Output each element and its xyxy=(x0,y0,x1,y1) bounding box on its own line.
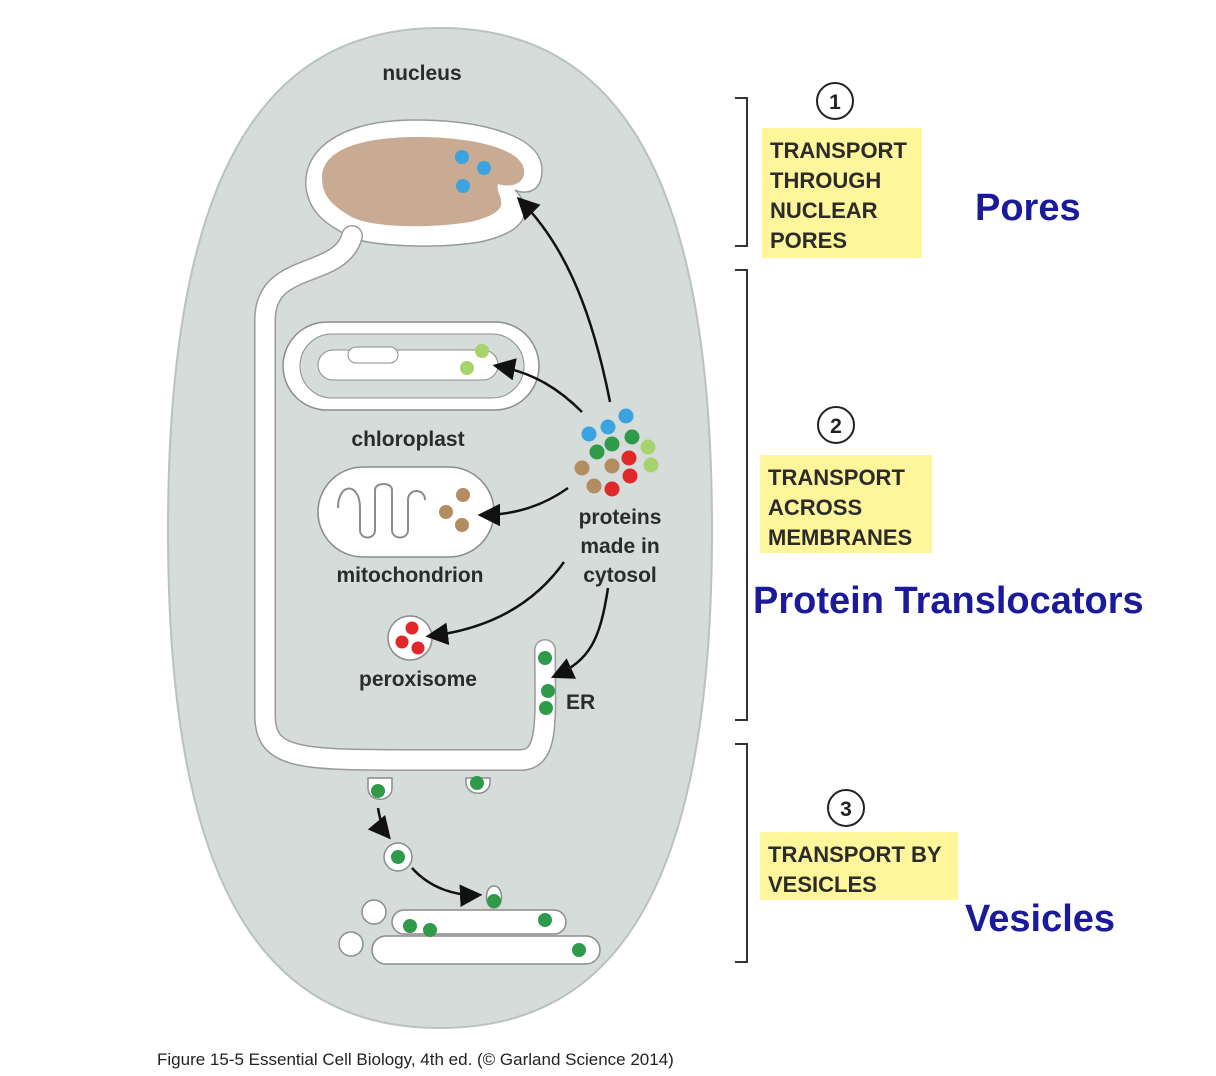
proteins-chloroplast xyxy=(460,344,489,375)
step-3-line: TRANSPORT BY xyxy=(768,842,942,867)
transport-arrows xyxy=(367,196,612,908)
svg-text:3: 3 xyxy=(840,798,852,821)
step-1-line: THROUGH xyxy=(770,168,882,193)
brackets xyxy=(735,97,748,963)
label-er: ER xyxy=(566,691,595,714)
svg-text:2: 2 xyxy=(830,415,842,438)
step-1-line: TRANSPORT xyxy=(770,138,907,163)
proteins-cytosol xyxy=(574,408,659,497)
mitochondrion xyxy=(317,466,495,558)
label-nucleus: nucleus xyxy=(382,62,461,85)
step-3-line: VESICLES xyxy=(768,872,877,897)
vesicles xyxy=(338,777,601,965)
label-proteins-line1: proteins xyxy=(579,506,662,529)
step-1-line: PORES xyxy=(770,228,848,253)
step-2-box: TRANSPORT ACROSS MEMBRANES xyxy=(760,455,932,553)
nucleus-interior xyxy=(322,137,525,227)
chloroplast xyxy=(282,321,540,411)
label-proteins-line3: cytosol xyxy=(583,564,657,587)
proteins-er-vesicles xyxy=(371,651,586,957)
step-1-line: NUCLEAR xyxy=(770,198,878,223)
proteins-mitochondrion xyxy=(439,488,470,532)
step-3-box: TRANSPORT BY VESICLES xyxy=(760,832,958,900)
label-peroxisome: peroxisome xyxy=(359,668,477,691)
step-2-line: MEMBRANES xyxy=(768,525,913,550)
annotation-protein-translocators: Protein Translocators xyxy=(753,580,1144,622)
step-number-3: 3 xyxy=(827,789,865,827)
label-chloroplast: chloroplast xyxy=(351,428,464,451)
figure-caption: Figure 15-5 Essential Cell Biology, 4th … xyxy=(157,1050,674,1069)
step-1-box: TRANSPORT THROUGH NUCLEAR PORES xyxy=(762,128,922,258)
label-proteins-line2: made in xyxy=(580,535,659,558)
proteins-peroxisome xyxy=(395,621,425,655)
label-mitochondrion: mitochondrion xyxy=(337,564,484,587)
step-2-line: TRANSPORT xyxy=(768,465,905,490)
step-number-1: 1 xyxy=(816,82,854,120)
proteins-nucleus xyxy=(455,150,491,193)
step-2-line: ACROSS xyxy=(768,495,863,520)
step-number-2: 2 xyxy=(817,406,855,444)
svg-text:1: 1 xyxy=(829,91,841,114)
annotation-vesicles: Vesicles xyxy=(965,898,1116,940)
annotation-pores: Pores xyxy=(975,187,1081,229)
